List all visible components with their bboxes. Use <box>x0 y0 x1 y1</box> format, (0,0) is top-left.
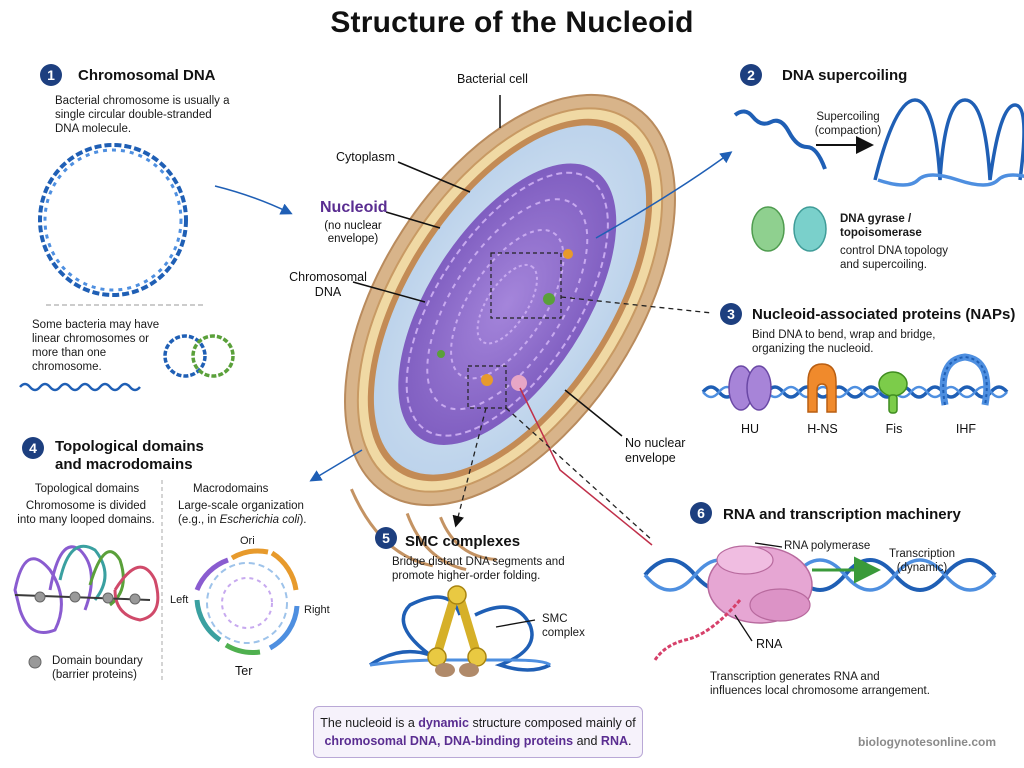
linear-chromosome <box>19 382 141 392</box>
cytoplasm-label: Cytoplasm <box>336 150 396 164</box>
section-6-title: RNA and transcription machinery <box>723 506 961 523</box>
section-3-title: Nucleoid-associated proteins (NAPs) <box>752 306 1016 323</box>
topological-domains-title: Topological domains <box>34 483 140 495</box>
no-nuclear-envelope-label: No nuclear envelope <box>625 436 686 465</box>
gyrase-title: DNA gyrase / topoisomerase <box>840 213 922 239</box>
smc-complex-label: SMC complex <box>542 613 585 639</box>
section-2-badge: 2 <box>740 64 762 86</box>
bacterial-cell-label: Bacterial cell <box>457 72 528 86</box>
hns-protein <box>807 363 837 413</box>
supercoiled-dna <box>873 98 1024 187</box>
section-5-title: SMC complexes <box>405 533 521 550</box>
section-6-badge: 6 <box>690 502 712 524</box>
source-credit: biologynotesonline.com <box>857 735 996 749</box>
section-5-text: Bridge distant DNA segments and promote … <box>392 556 565 582</box>
ihf-label: IHF <box>955 422 977 436</box>
fis-protein <box>878 371 908 414</box>
looped-domains <box>13 544 160 634</box>
topological-domains-text: Chromosome is divided into many looped d… <box>17 500 155 526</box>
nucleoid-note: (no nuclear envelope) <box>324 220 382 245</box>
rna-label: RNA <box>756 637 783 651</box>
bacterial-cell <box>344 93 676 572</box>
supercoiling-arrow-label: Supercoiling (compaction) <box>814 111 882 137</box>
domain-boundary-legend: Domain boundary (barrier proteins) <box>52 655 143 681</box>
section-6-text: Transcription generates RNA and influenc… <box>710 671 930 697</box>
section-4-title: Topological domains and macrodomains <box>55 438 204 473</box>
hu-label: HU <box>740 422 760 436</box>
section-1-text: Bacterial chromosome is usually a single… <box>55 95 230 135</box>
section-3-text: Bind DNA to bend, wrap and bridge, organ… <box>752 329 936 355</box>
gyrase-text: control DNA topology and supercoiling. <box>840 245 949 271</box>
transcription-graphic <box>643 545 997 661</box>
chromosomal-dna-label: Chromosomal DNA <box>289 270 367 299</box>
rna-polymerase-label: RNA polymerase <box>784 540 871 552</box>
nucleoid-label: Nucleoid <box>320 199 388 216</box>
linked-chromosomes <box>163 334 235 378</box>
macrodomain-left: Left <box>170 594 189 606</box>
ihf-protein <box>939 353 991 406</box>
section-5-badge: 5 <box>375 527 397 549</box>
smc-complex-graphic <box>369 585 552 677</box>
relaxed-dna <box>733 109 827 170</box>
section-4-badge: 4 <box>22 437 44 459</box>
section-1-badge: 1 <box>40 64 62 86</box>
summary-box: The nucleoid is a dynamic structure comp… <box>313 706 643 758</box>
macrodomains-text: Large-scale organization (e.g., in Esche… <box>178 500 307 526</box>
macrodomain-right: Right <box>304 604 330 616</box>
macrodomains-title: Macrodomains <box>193 483 269 495</box>
section-2-title: DNA supercoiling <box>782 67 908 84</box>
macrodomain-ter: Ter <box>235 664 253 678</box>
hns-label: H-NS <box>807 422 838 436</box>
circular-chromosome <box>38 143 188 297</box>
fis-label: Fis <box>885 422 903 436</box>
macrodomain-ring <box>194 548 300 655</box>
transcription-label: Transcription (dynamic) <box>888 548 956 574</box>
macrodomain-ori: Ori <box>240 535 255 547</box>
section-1-title: Chromosomal DNA <box>78 67 216 84</box>
section-1-note: Some bacteria may have linear chromosome… <box>32 319 160 373</box>
gyrase-enzyme <box>751 206 827 252</box>
section-3-badge: 3 <box>720 303 742 325</box>
page-title: Structure of the Nucleoid <box>330 6 694 39</box>
hu-protein <box>728 365 772 411</box>
